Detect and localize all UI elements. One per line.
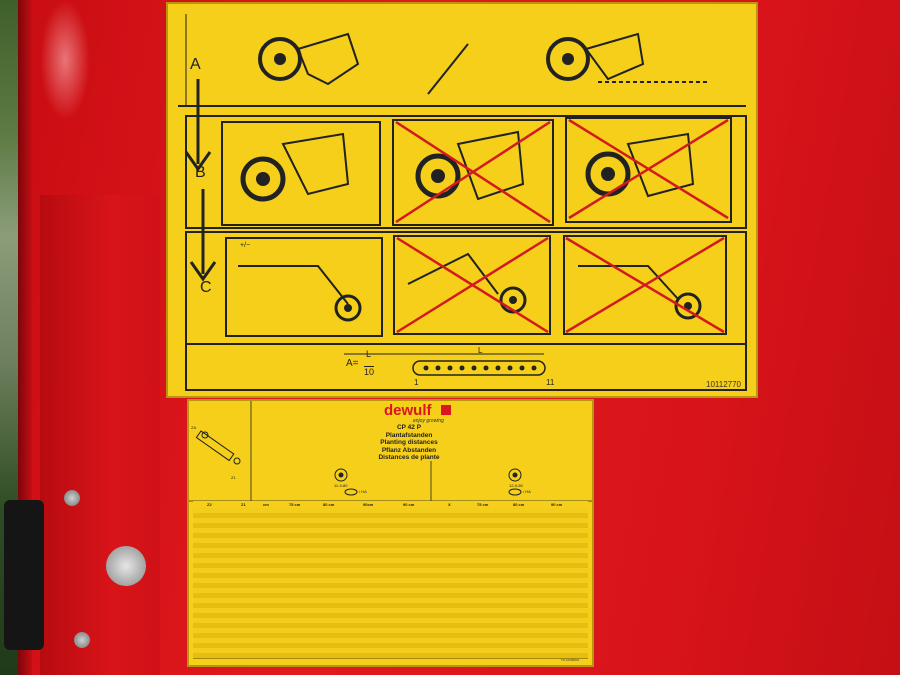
col-75-right: 75 cm	[477, 502, 489, 507]
title-fr: Distances de plante	[378, 454, 440, 461]
title-en: Planting distances	[380, 439, 438, 446]
sprocket-icon	[334, 468, 348, 482]
col-z1: Z1	[241, 502, 246, 507]
formula-prefix: A=	[346, 358, 359, 369]
row-c-label: C	[200, 279, 212, 296]
row-b-label: B	[195, 164, 206, 181]
model-name: CP 42 P	[396, 424, 422, 431]
wheel-icon	[546, 37, 590, 81]
paint-shine	[40, 0, 90, 120]
table-row	[193, 653, 588, 659]
col-90: 90cm	[363, 502, 374, 507]
brand-tagline: enjoy growing	[413, 418, 444, 424]
brand-logo-mark	[441, 405, 451, 415]
formula-denominator: 10	[364, 366, 375, 377]
title-de: Pflanz Abstanden	[381, 446, 437, 454]
col-x: X	[448, 502, 451, 507]
adjust-label: +/−	[240, 242, 251, 249]
door-handle[interactable]	[4, 500, 44, 650]
title-nl: Plantafstanden	[385, 431, 433, 439]
footnote: TN 10090844	[561, 658, 580, 662]
brand-logo: dewulf	[384, 402, 432, 419]
col-80-right: 80 cm	[513, 502, 525, 507]
per-ha-right: / HA	[523, 489, 531, 494]
distances-table	[193, 508, 588, 659]
right-gear-label: 12-9-80	[509, 483, 523, 488]
bolt	[64, 490, 80, 506]
instruction-sticker: A B C +/− A= L 10 L 1 11 10112770	[166, 2, 758, 398]
hole-scale	[412, 360, 546, 376]
panel-fold	[40, 195, 160, 675]
scale-start: 1	[414, 378, 419, 387]
col-90b: 90 cm	[403, 502, 415, 507]
door-latch[interactable]	[106, 546, 146, 586]
wheel-icon	[258, 37, 302, 81]
col-cm: cm	[263, 502, 269, 507]
scale-length-label: L	[478, 346, 483, 355]
planting-distances-sticker: ZA Z1 dewulf enjoy growing CP 42 P Plant…	[187, 399, 594, 667]
instruction-diagrams	[178, 14, 747, 391]
col-z2: Z2	[207, 502, 212, 507]
sprocket-icon	[508, 468, 522, 482]
col-90-right: 90 cm	[551, 502, 563, 507]
left-gear-label: 11-9-80	[334, 483, 348, 488]
row-a-label: A	[190, 56, 201, 73]
side-label-za: ZA	[191, 425, 197, 430]
scale-end: 11	[546, 378, 555, 387]
title-block: CP 42 P Plantafstanden Planting distance…	[349, 424, 469, 462]
bolt	[74, 632, 90, 648]
table-header: Z2 Z1 cm 75 cm 80 cm 90cm 90 cm X 75 cm …	[193, 501, 588, 508]
per-ha-left: / HA	[359, 489, 367, 494]
col-75: 75 cm	[289, 502, 301, 507]
col-80: 80 cm	[323, 502, 335, 507]
side-label-z1: Z1	[231, 475, 236, 480]
formula-numerator: L	[366, 349, 372, 359]
part-number: 10112770	[706, 380, 741, 389]
gear-arm-diagram	[195, 430, 241, 465]
